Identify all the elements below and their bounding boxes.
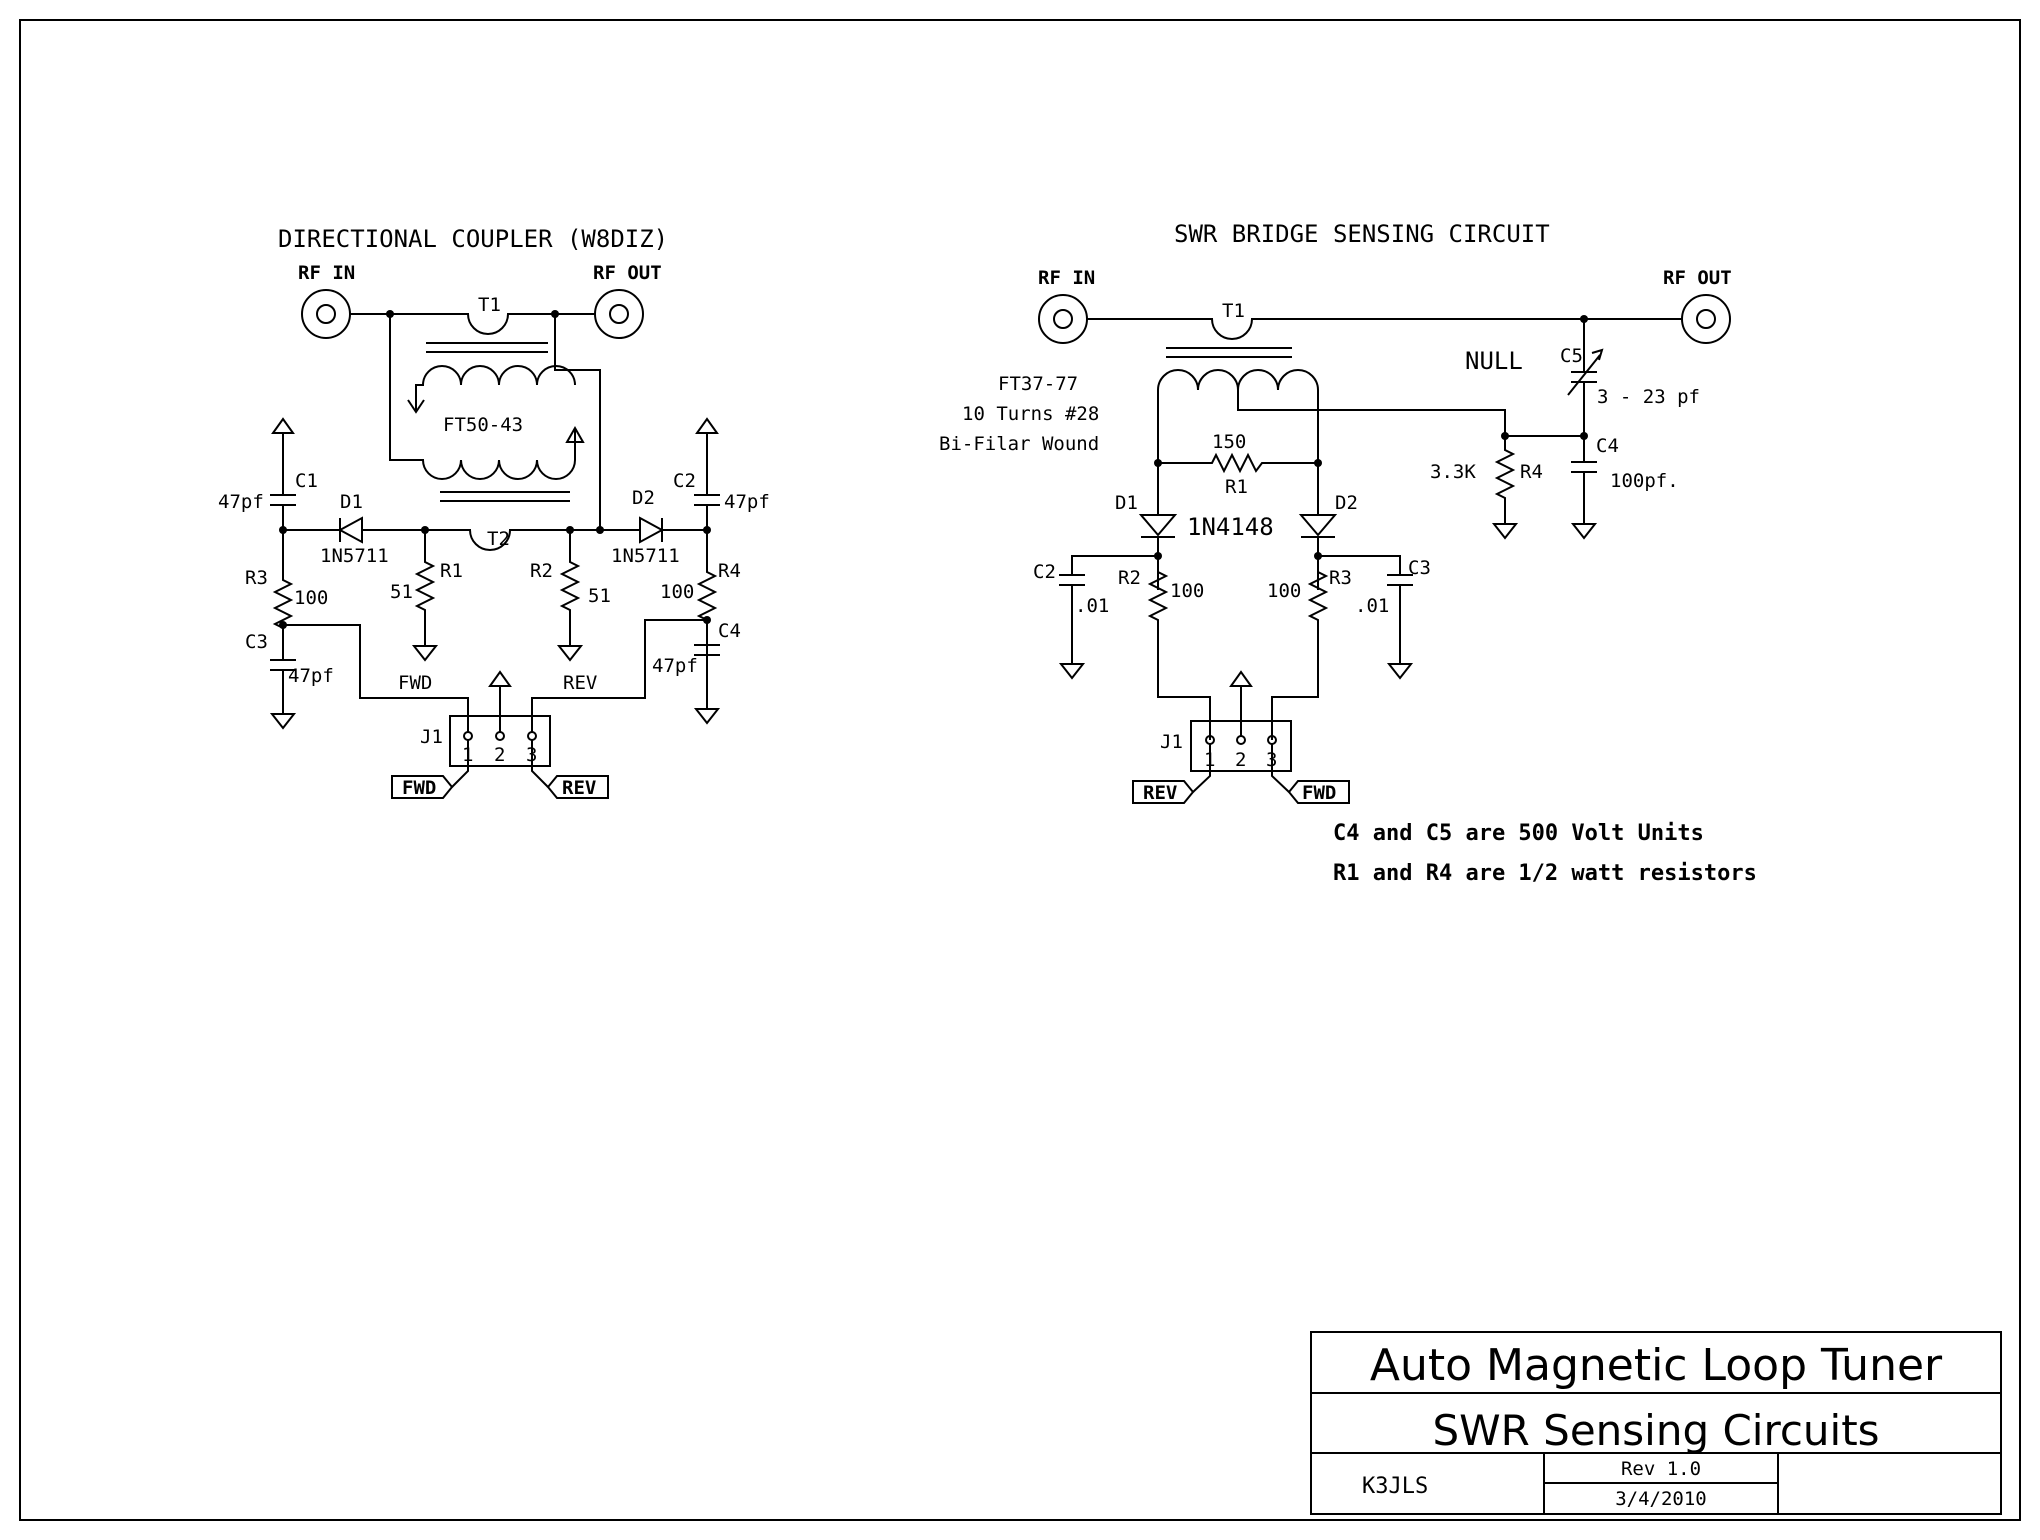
bridge-c2-value: .01 [1075,595,1109,617]
coupler-r3-value: 100 [294,587,328,609]
coupler-port-rev-label: REV [562,777,596,799]
sheet-border [19,19,2021,1521]
coupler-r3-label: R3 [245,567,268,589]
coupler-rf-out-label: RF OUT [593,262,662,284]
title-block-sheet-title: SWR Sensing Circuits [1432,1406,1879,1455]
bridge-title: SWR BRIDGE SENSING CIRCUIT [1174,220,1550,248]
bridge-rf-out-label: RF OUT [1663,267,1732,289]
title-block-project: Auto Magnetic Loop Tuner [1370,1340,1943,1391]
bridge-c4-value: 100pf. [1610,470,1679,492]
coupler-c2-label: C2 [673,470,696,492]
coupler-j1-label: J1 [420,726,443,748]
coupler-d2-part: 1N5711 [611,545,680,567]
bridge-c3-label: C3 [1408,557,1431,579]
bridge-null-label: NULL [1465,347,1523,375]
coupler-t1-label: T1 [478,294,501,316]
coupler-port-rev-flag [546,775,609,799]
coupler-d1-label: D1 [340,491,363,513]
title-block-author: K3JLS [1362,1474,1428,1499]
bridge-d1-label: D1 [1115,492,1138,514]
coupler-r4-label: R4 [718,560,741,582]
bridge-c5-label: C5 [1560,345,1583,367]
bridge-port-fwd-flag [1287,780,1350,804]
coupler-port-fwd-flag [391,775,454,799]
bridge-note-2: R1 and R4 are 1/2 watt resistors [1333,861,1757,886]
coupler-core-label: FT50-43 [443,414,523,436]
coupler-d2-label: D2 [632,487,655,509]
bridge-r1-value: 150 [1212,431,1246,453]
bridge-c4-label: C4 [1596,435,1619,457]
coupler-c1-label: C1 [295,470,318,492]
bridge-rf-out-connector [1681,294,1731,344]
coupler-r4-value: 100 [660,581,694,603]
bridge-core-line-3: Bi-Filar Wound [939,433,1099,455]
coupler-j1-pin2: 2 [494,744,505,766]
coupler-port-fwd-label: FWD [402,777,436,799]
swr-bridge: SWR BRIDGE SENSING CIRCUIT RF IN RF OUT … [939,220,1757,886]
bridge-port-rev-flag [1132,780,1195,804]
directional-coupler: DIRECTIONAL COUPLER (W8DIZ) RF IN RF OUT… [218,225,770,799]
bridge-r2-value: 100 [1170,580,1204,602]
bridge-j1-label: J1 [1160,731,1183,753]
coupler-rf-in-label: RF IN [298,262,355,284]
bridge-port-fwd-label: FWD [1302,782,1336,804]
coupler-rev-net: REV [563,672,597,694]
coupler-c3-label: C3 [245,631,268,653]
coupler-t2-label: T2 [487,528,510,550]
bridge-c2-label: C2 [1033,561,1056,583]
bridge-r4-value: 3.3K [1430,461,1476,483]
bridge-r3-value: 100 [1267,580,1301,602]
coupler-c4-label: C4 [718,620,741,642]
bridge-port-rev-label: REV [1143,782,1177,804]
bridge-diode-part: 1N4148 [1187,513,1274,541]
coupler-c3-value: 47pf [288,665,334,687]
bridge-c3-value: .01 [1355,595,1389,617]
coupler-fwd-net: FWD [398,672,432,694]
bridge-rf-in-connector [1038,294,1088,344]
coupler-title: DIRECTIONAL COUPLER (W8DIZ) [278,225,668,253]
bridge-note-1: C4 and C5 are 500 Volt Units [1333,821,1704,846]
bridge-r4-label: R4 [1520,461,1543,483]
coupler-r2-value: 51 [588,585,611,607]
coupler-d1-part: 1N5711 [320,545,389,567]
coupler-r2-label: R2 [530,560,553,582]
title-block: Auto Magnetic Loop Tuner SWR Sensing Cir… [1310,1331,2002,1515]
title-block-date: 3/4/2010 [1615,1488,1707,1510]
bridge-rf-in-label: RF IN [1038,267,1095,289]
bridge-j1-pin2: 2 [1235,749,1246,771]
coupler-r1-value: 51 [390,581,413,603]
bridge-t1-label: T1 [1222,300,1245,322]
bridge-r3-label: R3 [1329,567,1352,589]
coupler-c1-value: 47pf [218,491,264,513]
coupler-r1-label: R1 [440,560,463,582]
bridge-r2-label: R2 [1118,567,1141,589]
bridge-d2-label: D2 [1335,492,1358,514]
coupler-rf-in-connector [301,289,351,339]
coupler-c2-value: 47pf [724,491,770,513]
bridge-r1-label: R1 [1225,476,1248,498]
title-block-revision: Rev 1.0 [1621,1458,1701,1480]
coupler-rf-out-connector [594,289,644,339]
bridge-core-line-2: 10 Turns #28 [962,403,1099,425]
bridge-core-line-1: FT37-77 [998,373,1078,395]
bridge-c5-value: 3 - 23 pf [1597,386,1700,408]
coupler-c4-value: 47pf [652,655,698,677]
